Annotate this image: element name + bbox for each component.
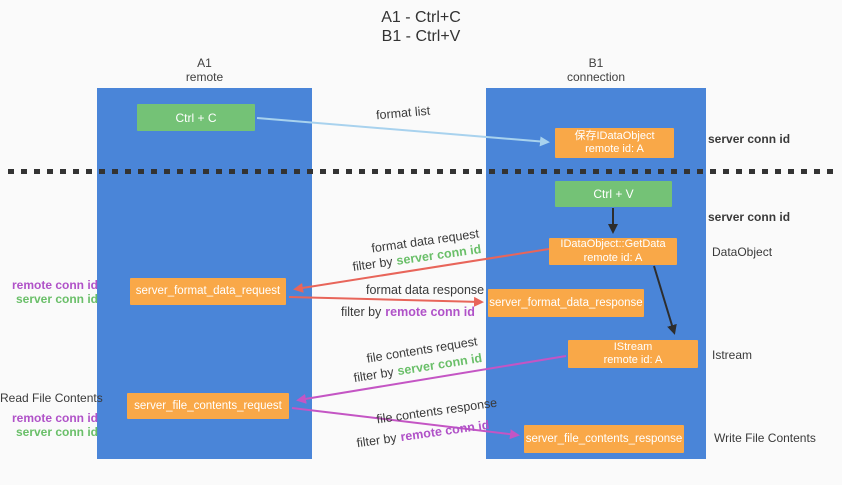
label-read-file-contents: Read File Contents <box>0 391 103 405</box>
label-istream: Istream <box>712 348 753 362</box>
title-line-2: B1 - Ctrl+V <box>381 28 461 45</box>
server-conn-id-text: server conn id <box>15 425 98 439</box>
lane-b-header: B1 connection <box>486 56 706 84</box>
label-server-conn-id-mid-right: server conn id <box>708 210 791 224</box>
label-server-conn-id-top-right: server conn id <box>708 132 791 146</box>
title-line-1: A1 - Ctrl+C <box>381 9 461 26</box>
label-format-data-response: format data response <box>366 283 485 297</box>
filter-by-text: filter by <box>351 254 394 274</box>
lane-a-header: A1 remote <box>97 56 312 84</box>
node-save-idataobject: 保存IDataObject remote id: A <box>555 128 674 158</box>
lane-a-name: A1 <box>197 56 212 70</box>
lane-b-name: B1 <box>588 56 604 70</box>
node-server-file-contents-request: server_file_contents_request <box>127 393 289 419</box>
node-getdata-line2: remote id: A <box>583 251 643 264</box>
node-server-file-contents-response: server_file_contents_response <box>524 425 684 453</box>
node-server-format-data-request: server_format_data_request <box>130 278 286 305</box>
node-idataobject-getdata: IDataObject::GetData remote id: A <box>549 238 677 265</box>
label-conn-ids-left-1: remote conn id server conn id <box>0 278 98 306</box>
node-ctrl-c: Ctrl + C <box>137 104 255 131</box>
node-file-request-label: server_file_contents_request <box>134 399 282 412</box>
node-istream: IStream remote id: A <box>568 340 698 368</box>
remote-conn-id-text: remote conn id <box>399 417 491 445</box>
filter-by-text: filter by <box>341 305 382 319</box>
node-istream-line1: IStream <box>613 340 653 353</box>
remote-conn-id-text: remote conn id <box>11 411 98 425</box>
server-conn-id-text: server conn id <box>15 292 98 306</box>
label-dataobject: DataObject <box>712 245 773 259</box>
filter-by-text: filter by <box>355 430 398 451</box>
lane-b-subtitle: connection <box>566 70 626 84</box>
node-format-response-label: server_format_data_response <box>489 296 643 309</box>
node-file-response-label: server_file_contents_response <box>525 432 683 445</box>
node-ctrl-c-label: Ctrl + C <box>175 110 217 125</box>
label-format-list: format list <box>375 103 431 123</box>
dotted-divider-line <box>8 169 834 174</box>
node-save-idataobject-line1: 保存IDataObject <box>574 129 655 142</box>
node-ctrl-v-label: Ctrl + V <box>593 187 634 201</box>
node-server-format-data-response: server_format_data_response <box>488 289 644 317</box>
node-save-idataobject-line2: remote id: A <box>585 143 644 155</box>
node-ctrl-v: Ctrl + V <box>555 181 672 207</box>
node-istream-line2: remote id: A <box>603 354 663 366</box>
remote-conn-id-text: remote conn id <box>11 278 98 292</box>
remote-conn-id-text: remote conn id <box>385 305 475 319</box>
diagram-title: A1 - Ctrl+C B1 - Ctrl+V <box>0 8 842 46</box>
arrow-format-data-response <box>288 296 484 307</box>
node-format-request-label: server_format_data_request <box>135 285 281 297</box>
label-write-file-contents: Write File Contents <box>714 431 816 445</box>
label-conn-ids-left-2: remote conn id server conn id <box>0 411 98 439</box>
lane-a-subtitle: remote <box>185 70 224 84</box>
filter-by-text: filter by <box>352 364 395 386</box>
node-getdata-line1: IDataObject::GetData <box>560 238 666 250</box>
